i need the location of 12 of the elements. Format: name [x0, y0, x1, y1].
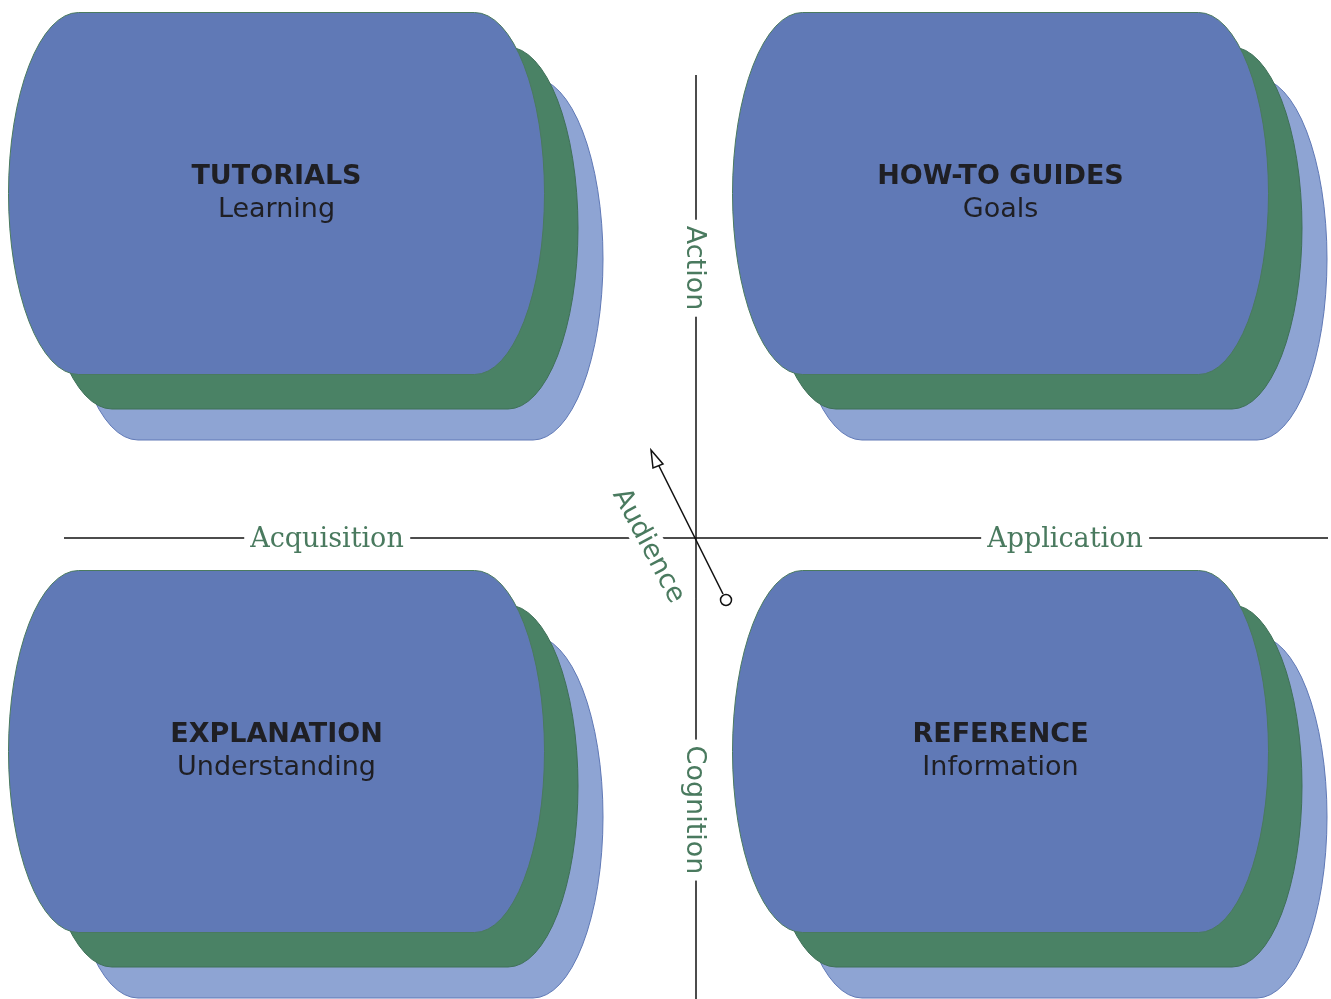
axis-label: Acquisition [244, 523, 410, 553]
card-subtitle: Information [922, 749, 1079, 783]
card-subtitle: Learning [217, 191, 336, 225]
card-subtitle: Understanding [177, 749, 376, 783]
stacked-rounded-card [732, 12, 1331, 444]
card-title: HOW-TO GUIDES [877, 157, 1124, 192]
card-title: EXPLANATION [170, 715, 383, 750]
axis-label: Application [981, 523, 1149, 553]
card-subtitle: Goals [962, 191, 1039, 225]
card-title: REFERENCE [912, 715, 1089, 750]
card-title: TUTORIALS [191, 157, 362, 192]
stacked-rounded-card [732, 570, 1331, 999]
